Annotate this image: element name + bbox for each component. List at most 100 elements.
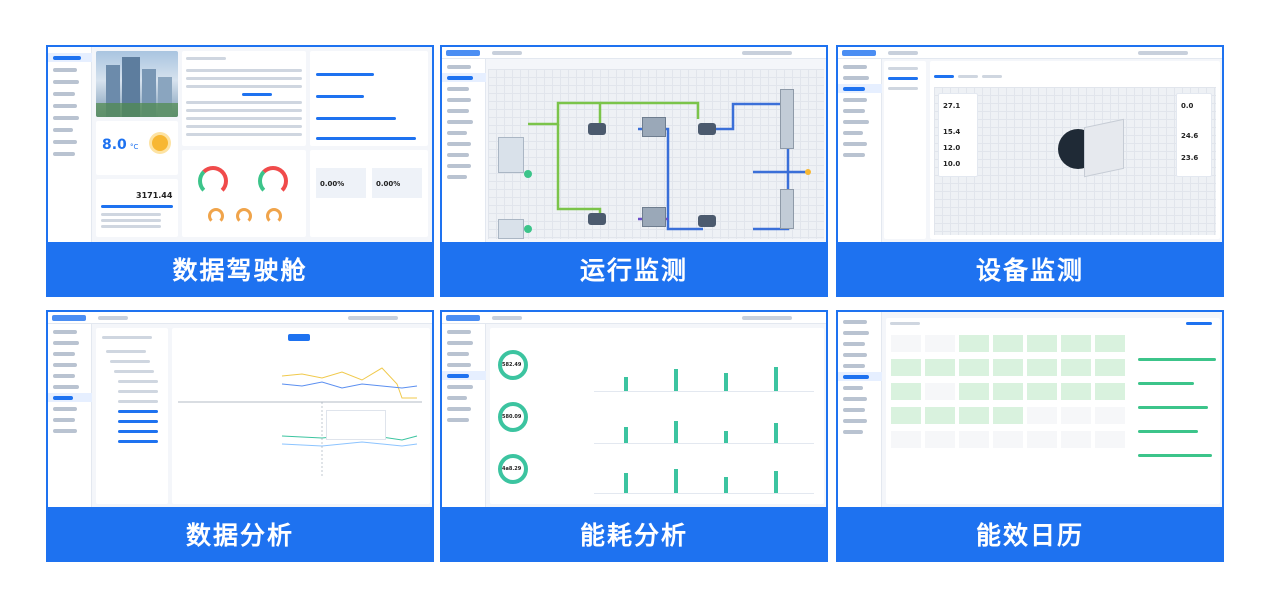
calendar-day-cell[interactable] [1026,430,1058,449]
card-caption: 能耗分析 [442,507,826,560]
reading-value-right: 24.6 [1181,132,1199,140]
feature-card-efficiency-calendar[interactable]: 能效日历 [836,310,1224,562]
calendar-day-cell[interactable] [1026,334,1058,353]
feature-card-equipment[interactable]: 27.1 15.4 12.0 10.0 0.0 24.6 23.6 设备监测 [836,45,1224,297]
calendar-day-cell[interactable] [890,406,922,425]
calendar-day-cell[interactable] [1060,382,1092,401]
rate-value-a: 0.00% [320,180,345,188]
calendar-day-cell[interactable] [924,358,956,377]
pump-icon [588,123,606,135]
gauge-icon [198,166,228,196]
calendar-day-cell[interactable] [924,382,956,401]
sidebar [838,312,882,507]
energy-panel: 582.49 580.09 4a8.29 [490,328,824,504]
reading-value: 27.1 [943,102,961,110]
cooling-tower-icon [498,137,524,173]
card-caption: 设备监测 [838,242,1222,295]
weather-panel: 8.0 °C [96,121,178,175]
manifold-icon [780,189,794,229]
reading-value: 10.0 [943,160,961,168]
gauge-icon [258,166,288,196]
sun-icon [152,135,168,151]
sidebar [442,59,486,242]
calendar-day-cell[interactable] [1094,358,1126,377]
sidebar [838,59,882,242]
device-tree [884,61,926,239]
trend-chart [172,328,430,504]
data-analysis-screenshot [48,312,432,507]
calendar-day-cell[interactable] [1094,382,1126,401]
calendar-day-cell[interactable] [1060,430,1092,449]
calendar-day-cell[interactable] [1026,406,1058,425]
calendar-day-cell[interactable] [924,430,956,449]
calendar-grid [890,334,1130,464]
calendar-day-cell[interactable] [992,430,1024,449]
temperature-value: 8.0 [102,137,127,153]
calendar-day-cell[interactable] [992,406,1024,425]
calendar-day-cell[interactable] [992,382,1024,401]
temperature-unit: °C [130,143,139,151]
sidebar [48,324,92,507]
chiller-unit-icon [642,207,666,227]
ring-gauge-icon [498,402,528,432]
reading-value-right: 23.6 [1181,154,1199,162]
calendar-day-cell[interactable] [890,334,922,353]
ring-gauge-icon [498,454,528,484]
manifold-icon [780,89,794,149]
reading-value-right: 0.0 [1181,102,1194,110]
calendar-day-cell[interactable] [1060,358,1092,377]
feature-card-energy-analysis[interactable]: 582.49 580.09 4a8.29 能耗分析 [440,310,828,562]
calendar-day-cell[interactable] [1060,334,1092,353]
calendar-day-cell[interactable] [890,358,922,377]
gauge-value: 580.09 [502,414,522,420]
building-image [96,51,178,117]
equipment-3d-icon [1048,113,1128,183]
card-caption: 能效日历 [838,507,1222,560]
ring-gauge-icon [498,350,528,380]
rate-panel: 0.00% 0.00% [310,150,428,237]
gauge-value: 582.49 [502,362,522,368]
calendar-day-cell[interactable] [1060,406,1092,425]
efficiency-calendar-screenshot [838,312,1222,507]
calendar-day-cell[interactable] [958,430,990,449]
calendar-panel [886,318,1220,504]
dashboard-screenshot: 8.0 °C 3171.44 [48,47,432,242]
operation-screenshot [442,47,826,242]
pump-icon [698,215,716,227]
feature-card-operation[interactable]: 运行监测 [440,45,828,297]
pipeline-diagram [488,69,824,239]
reading-value: 12.0 [943,144,961,152]
card-caption: 数据驾驶舱 [48,242,432,295]
calendar-day-cell[interactable] [1026,382,1058,401]
chiller-unit-icon [642,117,666,137]
calendar-day-cell[interactable] [958,334,990,353]
gauge-panel [182,150,306,237]
sidebar [48,47,92,242]
calendar-day-cell[interactable] [924,334,956,353]
trend-panel [310,51,428,146]
pump-icon [588,213,606,225]
power-panel: 3171.44 [96,179,178,237]
calendar-day-cell[interactable] [1026,358,1058,377]
calendar-day-cell[interactable] [1094,430,1126,449]
pump-icon [698,123,716,135]
calendar-day-cell[interactable] [958,382,990,401]
calendar-day-cell[interactable] [992,358,1024,377]
energy-analysis-screenshot: 582.49 580.09 4a8.29 [442,312,826,507]
gauge-icon [208,208,224,224]
calendar-day-cell[interactable] [924,406,956,425]
calendar-day-cell[interactable] [958,358,990,377]
device-detail: 27.1 15.4 12.0 10.0 0.0 24.6 23.6 [930,61,1220,239]
calendar-day-cell[interactable] [1094,406,1126,425]
feature-card-dashboard[interactable]: 8.0 °C 3171.44 [46,45,434,297]
card-caption: 数据分析 [48,507,432,560]
reading-value: 15.4 [943,128,961,136]
calendar-day-cell[interactable] [958,406,990,425]
feature-card-data-analysis[interactable]: 数据分析 [46,310,434,562]
calendar-day-cell[interactable] [992,334,1024,353]
calendar-day-cell[interactable] [890,382,922,401]
calendar-day-cell[interactable] [1094,334,1126,353]
rate-value-b: 0.00% [376,180,401,188]
cooling-tower-icon [498,219,524,239]
calendar-day-cell[interactable] [890,430,922,449]
